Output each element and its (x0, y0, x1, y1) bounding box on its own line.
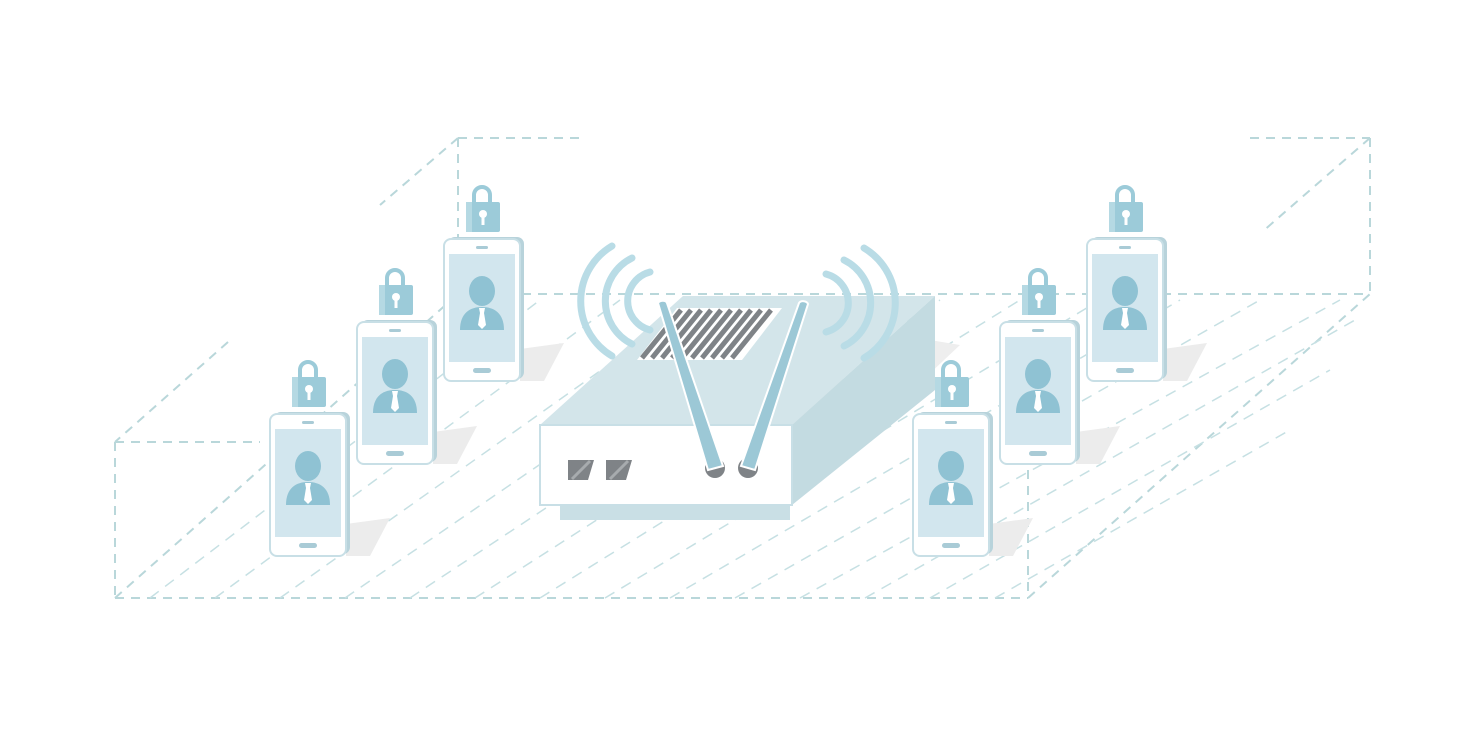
ethernet-port-icon (568, 459, 632, 481)
antenna (656, 299, 810, 472)
wifi-router-icon (539, 242, 960, 520)
smartphone-icon (1085, 185, 1209, 383)
dashed-network-zone (114, 137, 1371, 599)
wifi-signal-icon (577, 242, 654, 360)
smartphone-icon (442, 185, 566, 383)
wifi-signal-icon (822, 244, 899, 362)
